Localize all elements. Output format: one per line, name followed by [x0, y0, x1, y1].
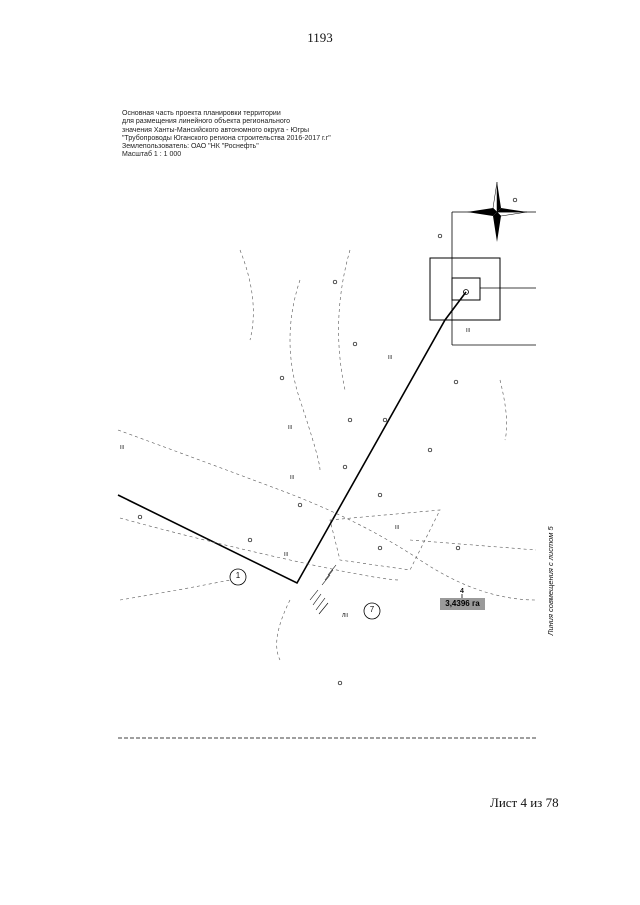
point-label: III — [388, 355, 393, 361]
point-label: III — [284, 552, 289, 558]
point-label: III — [395, 525, 400, 531]
point-label: ЛII — [342, 613, 349, 619]
well-marker — [463, 289, 469, 295]
title-line-4: "Трубопроводы Юганского региона строител… — [122, 134, 331, 142]
title-line-1: Основная часть проекта планировки террит… — [122, 110, 281, 117]
map-point-symbols — [137, 197, 518, 686]
circle-label-1-ring — [229, 568, 247, 586]
map-title-block: Основная часть проекта планировки террит… — [122, 110, 382, 160]
circle-label-7: 7 — [369, 605, 375, 614]
area-label: 3,4396 га — [440, 598, 485, 610]
area-marker-number: 4 — [460, 588, 464, 595]
sheet-counter: Лист 4 из 78 — [490, 795, 559, 810]
point-label: III — [288, 425, 293, 431]
site-outer-square — [429, 257, 501, 321]
circle-label-7-ring — [363, 602, 381, 620]
terrain-dashed-lines — [117, 249, 537, 661]
land-user-line: Землепользователь: ОАО "НК "Роснефть" — [122, 143, 259, 151]
circle-label-1: 1 — [235, 571, 241, 580]
page-number: 1193 — [307, 30, 333, 45]
scale-line: Масштаб 1 : 1 000 — [122, 151, 182, 159]
match-line-label: Линия совмещения с листом 5 — [546, 526, 555, 636]
point-label: III — [466, 328, 471, 334]
title-line-2: для размещения линейного объекта региона… — [122, 118, 290, 126]
hatched-crossing — [309, 564, 337, 615]
title-line-3: значения Ханты-Мансийского автономного о… — [122, 126, 310, 134]
point-label: III — [120, 445, 125, 451]
pipeline-route — [117, 291, 467, 585]
site-inner-square — [451, 277, 481, 301]
north-arrow-icon — [467, 181, 528, 242]
point-label: III — [290, 475, 295, 481]
